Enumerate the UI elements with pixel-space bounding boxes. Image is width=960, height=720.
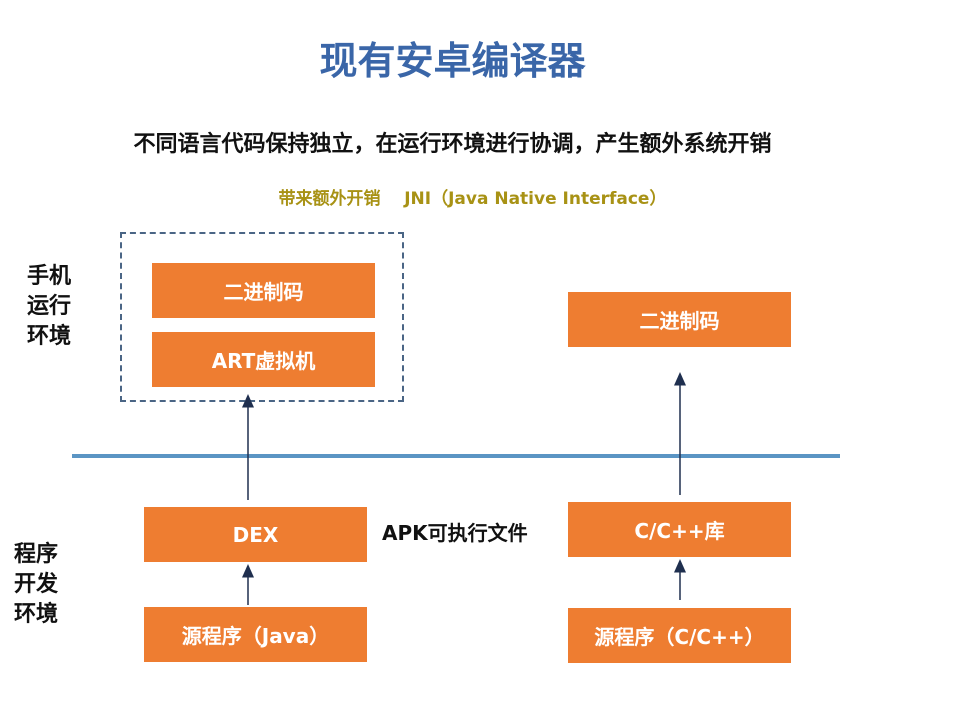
cpp-source-box: 源程序（C/C++） xyxy=(568,608,791,663)
right-binary-box: 二进制码 xyxy=(568,292,791,347)
runtime-dashed-group xyxy=(120,232,404,402)
page-title: 现有安卓编译器 xyxy=(319,39,586,83)
jni-overhead-note: 带来额外开销 JNI（Java Native Interface） xyxy=(278,189,667,209)
dev-environment-label: 程序 开发 环境 xyxy=(14,542,59,627)
art-vm-box: ART虚拟机 xyxy=(152,332,375,387)
cpp-lib-box: C/C++库 xyxy=(568,502,791,557)
java-source-box: 源程序（Java） xyxy=(144,607,367,662)
dex-box: DEX xyxy=(144,507,367,562)
apk-label: APK可执行文件 xyxy=(382,521,528,545)
left-binary-box: 二进制码 xyxy=(152,263,375,318)
runtime-environment-label: 手机 运行 环境 xyxy=(27,264,72,349)
subtitle: 不同语言代码保持独立，在运行环境进行协调，产生额外系统开销 xyxy=(133,132,772,157)
environment-divider xyxy=(72,454,840,458)
